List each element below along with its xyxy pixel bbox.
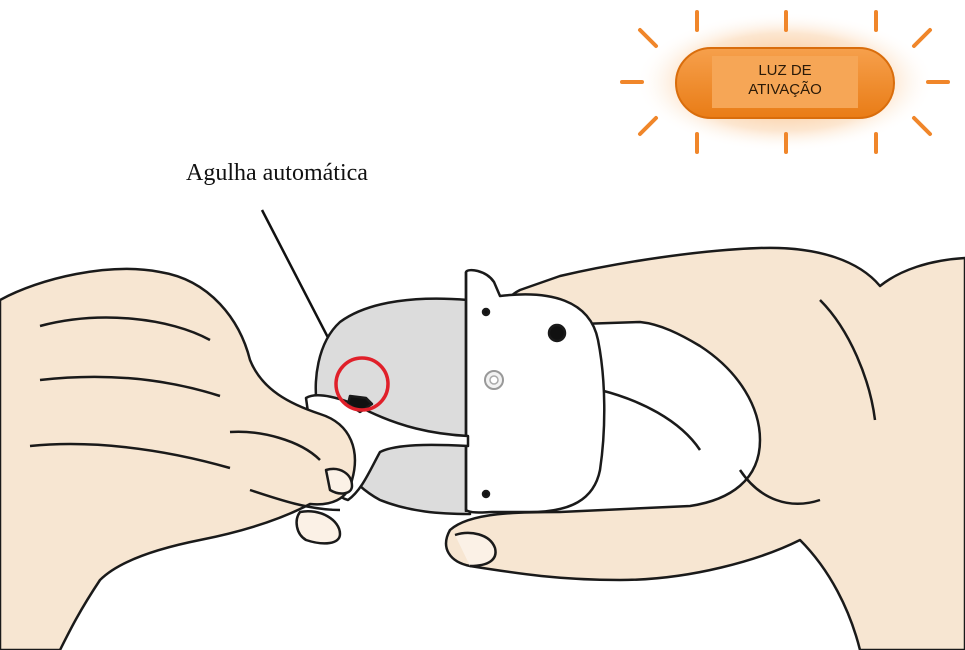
activation-light-line1: LUZ DE xyxy=(758,61,811,80)
activation-light-label: LUZ DE ATIVAÇÃO xyxy=(716,56,854,104)
activation-light-line2: ATIVAÇÃO xyxy=(748,80,822,99)
needle-callout-label: Agulha automática xyxy=(186,160,368,187)
left-hand xyxy=(0,269,355,650)
